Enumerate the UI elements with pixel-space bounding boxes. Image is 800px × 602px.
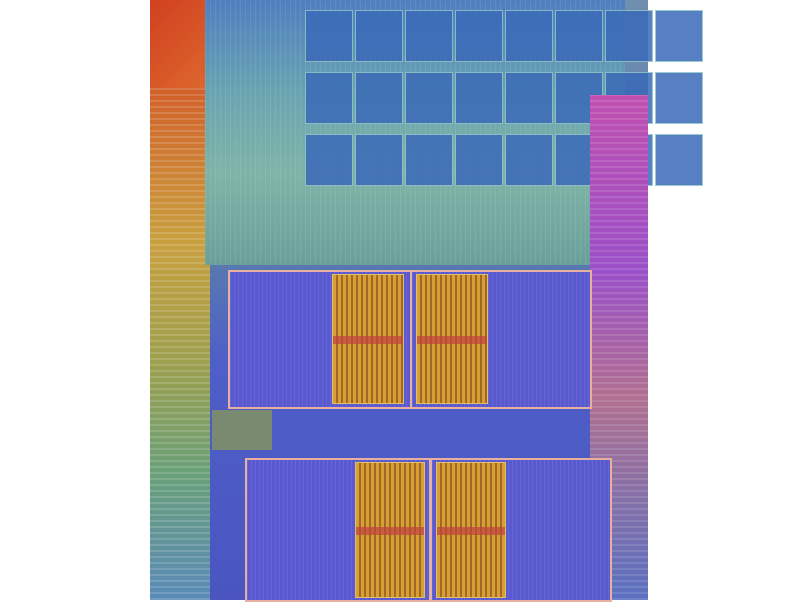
gpu-compute-unit (405, 10, 453, 62)
cpu-core-top-left (228, 270, 412, 409)
gpu-compute-unit (355, 10, 403, 62)
misc-logic-block (212, 410, 272, 450)
gpu-compute-unit (555, 10, 603, 62)
gpu-compute-unit (605, 10, 653, 62)
l2-cache-array (355, 462, 425, 598)
gpu-compute-unit (505, 72, 553, 124)
l2-cache-array (416, 274, 488, 404)
gpu-compute-unit (455, 134, 503, 186)
gpu-compute-unit (355, 72, 403, 124)
gpu-compute-unit (455, 10, 503, 62)
cpu-core-bottom-right (430, 458, 612, 602)
cpu-core-bottom-left (245, 458, 431, 602)
left-io-strip (150, 88, 210, 600)
cpu-core-top-right (410, 270, 592, 409)
gpu-compute-unit (405, 134, 453, 186)
gpu-compute-unit (455, 72, 503, 124)
gpu-compute-unit (305, 134, 353, 186)
processor-die-photo (150, 0, 703, 602)
l2-cache-array (332, 274, 404, 404)
gpu-compute-unit (355, 134, 403, 186)
gpu-compute-unit (505, 10, 553, 62)
gpu-compute-unit (505, 134, 553, 186)
gpu-compute-unit (405, 72, 453, 124)
gpu-compute-unit (655, 10, 703, 62)
gpu-compute-unit (655, 134, 703, 186)
gpu-compute-unit (305, 72, 353, 124)
gpu-region (205, 0, 703, 265)
gpu-compute-unit (305, 10, 353, 62)
gpu-compute-unit (655, 72, 703, 124)
l2-cache-array (436, 462, 506, 598)
